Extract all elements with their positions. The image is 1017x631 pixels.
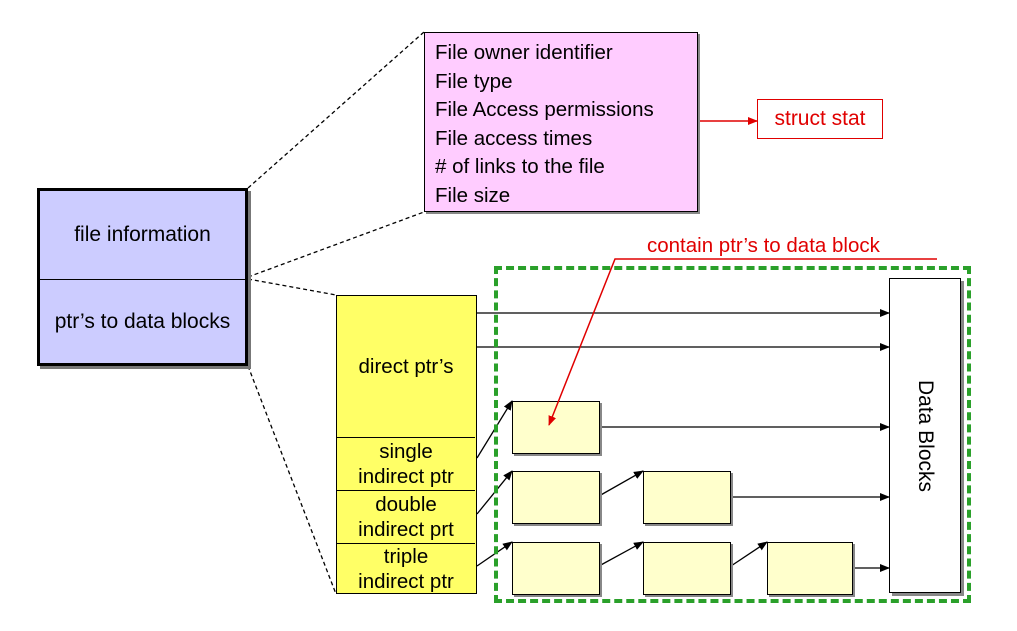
attribute-type: File type [435,69,513,93]
attribute-permissions: File Access permissions [435,98,654,121]
data-block-pointers-cell: ptr’s to data blocks [54,309,231,333]
attribute-link-count: # of links to the file [435,155,605,178]
double-indirect-label-line2: indirect prt [358,518,454,541]
triple-indirect-block-3 [767,542,853,595]
double-level2-arrow [598,470,644,497]
single-indirect-label-line1: single [379,440,433,463]
inode-box: file information ptr’s to data blocks [37,188,248,366]
triple-level3-arrow [730,541,768,567]
double-indirect-block-1 [512,471,600,524]
file-attributes-box: File owner identifier File type File Acc… [424,32,698,212]
direct-pointers-cell: direct ptr’s [337,296,475,437]
double-indirect-cell: double indirect prt [337,490,475,543]
double-indirect-block-2 [643,471,731,524]
file-information-cell: file information [74,223,211,246]
triple-indirect-label-line2: indirect ptr [358,569,454,593]
direct-pointers-label: direct ptr’s [358,355,454,378]
triple-indirect-block-1 [512,542,600,595]
single-indirect-block [512,401,600,454]
triple-indirect-label-line1: triple [383,544,429,568]
double-indirect-label-line1: double [375,493,437,516]
pointer-column: direct ptr’s single indirect ptr double … [336,295,477,594]
pointer-note-label: contain ptr’s to data block [647,234,880,257]
zoom-line-attributes-top [247,31,425,189]
attribute-owner: File owner identifier [435,41,613,64]
triple-level2-arrow [598,541,644,567]
triple-indirect-cell: triple indirect ptr [337,543,475,593]
inode-divider [40,279,245,280]
zoom-line-attributes-bottom [247,211,425,278]
single-indirect-label-line2: indirect ptr [358,465,454,488]
attribute-size: File size [435,183,511,207]
zoom-line-pointers-bottom [247,365,337,595]
struct-stat-box: struct stat [757,99,883,139]
zoom-line-pointers-top [247,278,337,296]
triple-indirect-block-2 [643,542,731,595]
data-blocks-label: Data Blocks [914,379,937,492]
single-indirect-cell: single indirect ptr [337,437,475,490]
attribute-access-times: File access times [435,126,593,150]
data-blocks-box: Data Blocks [889,278,961,593]
